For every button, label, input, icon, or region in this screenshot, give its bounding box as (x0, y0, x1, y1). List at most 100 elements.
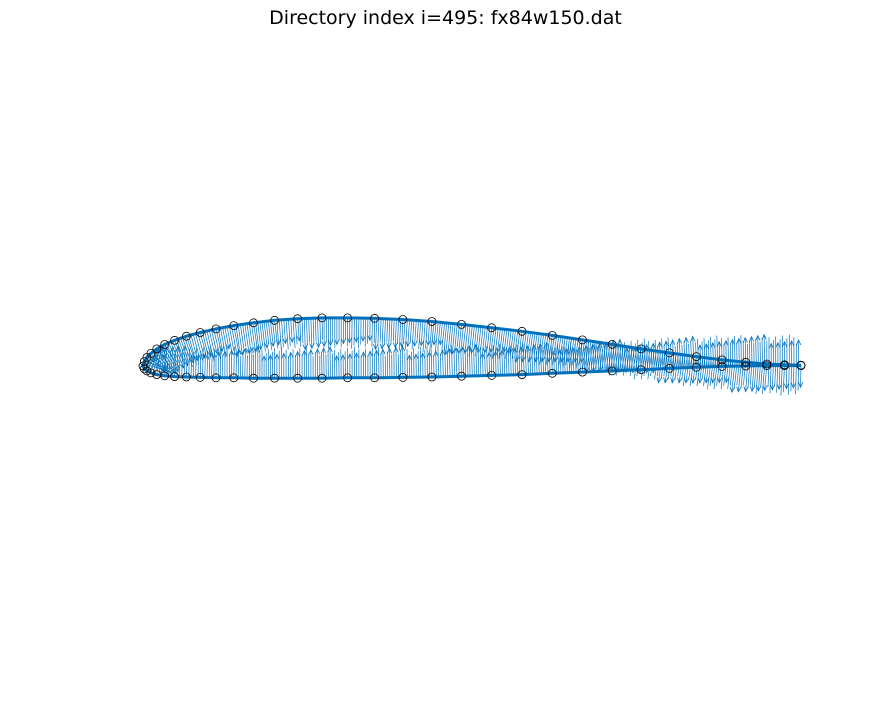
normal-vector (190, 334, 199, 361)
normal-vector-arrowhead (710, 341, 716, 349)
normal-vector (490, 327, 495, 353)
normal-vector (267, 320, 273, 351)
normal-vector (628, 344, 631, 371)
normal-vector (778, 364, 781, 390)
normal-vector (771, 364, 774, 390)
lower-surface-node (741, 361, 751, 371)
normal-vector-arrowhead (274, 353, 280, 360)
normal-vector-arrowhead (683, 336, 689, 343)
lower-surface-node (160, 371, 170, 381)
normal-vector (578, 346, 581, 373)
normal-vector-arrowhead (195, 353, 202, 360)
normal-vector (585, 345, 588, 372)
normal-vector-arrowhead (486, 351, 492, 358)
normal-vector-arrowhead (321, 347, 327, 354)
normal-vector (641, 342, 644, 370)
normal-vector (490, 348, 493, 376)
normal-vector (563, 342, 566, 373)
normal-vector (294, 318, 298, 345)
normal-vector (397, 319, 399, 345)
normal-vector-arrowhead (624, 347, 630, 354)
upper-surface-node (717, 355, 727, 365)
normal-vector (178, 338, 189, 366)
normal-vector-arrowhead (557, 349, 563, 356)
normal-vector-arrowhead (617, 338, 623, 345)
normal-vector-arrowhead (663, 340, 669, 347)
normal-vector (164, 347, 168, 376)
normal-vector-arrowhead (257, 344, 263, 351)
normal-vector (192, 351, 195, 378)
normal-vector-arrowhead (438, 339, 444, 346)
upper-surface-node (547, 330, 557, 340)
normal-vector (420, 320, 424, 346)
normal-vector (451, 345, 453, 377)
normal-vector (548, 348, 551, 374)
normal-vector-arrowhead (373, 349, 380, 356)
normal-vector-arrowhead (736, 386, 742, 393)
normal-vector-arrowhead (456, 348, 462, 355)
normal-vector (386, 318, 389, 342)
normal-vector (371, 318, 373, 347)
normal-vector (451, 323, 456, 354)
normal-vector (780, 364, 783, 396)
normal-vector (395, 347, 397, 378)
normal-vector-arrowhead (450, 348, 456, 355)
normal-vector-arrowhead (704, 377, 710, 384)
normal-vector-arrowhead (677, 377, 683, 384)
normal-vector-arrowhead (267, 354, 273, 361)
normal-vector-arrowhead (512, 347, 518, 354)
normal-vector-arrowhead (233, 351, 239, 358)
normal-vector (714, 339, 716, 367)
normal-vector-arrowhead (315, 341, 321, 349)
normal-vector (626, 348, 629, 371)
normal-vector (617, 343, 620, 371)
normal-vector (546, 342, 549, 374)
normal-vector-arrowhead (399, 345, 406, 352)
normal-vector (689, 356, 695, 387)
normal-vector (321, 317, 324, 340)
normal-vector-arrowhead (703, 343, 710, 350)
normal-vector-arrowhead (710, 377, 716, 384)
normal-vector (703, 337, 706, 368)
normal-vector (527, 332, 532, 356)
upper-surface-node (398, 315, 408, 324)
normal-vector (692, 356, 697, 383)
normal-vector-arrowhead (493, 350, 499, 357)
upper-surface-node (343, 313, 353, 323)
normal-vector-arrowhead (386, 347, 393, 354)
normal-vector-arrowhead (749, 335, 755, 342)
normal-vector (206, 350, 209, 378)
lower-surface-node (270, 373, 280, 383)
normal-vector-arrowhead (440, 349, 446, 356)
normal-vector (520, 347, 523, 375)
lower-surface-node (181, 372, 191, 382)
normal-vector-arrowhead (663, 377, 669, 384)
normal-vector (259, 321, 263, 346)
normal-vector (145, 359, 166, 373)
normal-vector (281, 319, 284, 348)
upper-surface-node (249, 318, 258, 328)
normal-vector (430, 348, 433, 378)
normal-vector-arrowhead (264, 342, 270, 349)
normal-vector (251, 323, 256, 352)
normal-vector (652, 343, 655, 370)
normal-vector (312, 318, 315, 345)
normal-vector (574, 344, 577, 373)
normal-vector-arrowhead (775, 341, 781, 348)
normal-vector (699, 357, 704, 383)
normal-vector-arrowhead (431, 339, 437, 346)
normal-vector (537, 347, 540, 374)
normal-vector (450, 323, 454, 348)
normal-vector (433, 321, 437, 345)
normal-vector (710, 336, 712, 367)
normal-vector (670, 343, 672, 369)
lower-surface-node (547, 368, 557, 378)
normal-vector-arrowhead (776, 384, 782, 391)
normal-vector (488, 352, 490, 376)
normal-vector (248, 351, 251, 379)
upper-surface-node (229, 321, 239, 331)
normal-vector (793, 364, 795, 388)
normal-vector-arrowhead (724, 377, 730, 384)
normal-vector-arrowhead (796, 339, 802, 346)
